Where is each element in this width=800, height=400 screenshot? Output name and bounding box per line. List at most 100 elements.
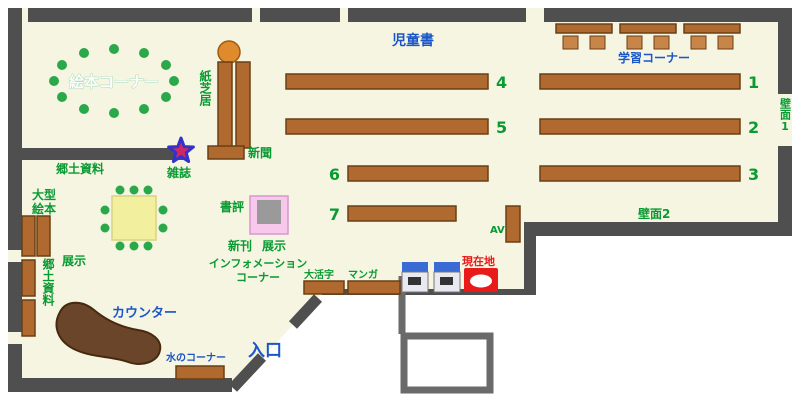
label-large-picture-books-2: 絵本 <box>32 201 56 216</box>
wall-bottom-center <box>322 289 536 295</box>
shelf-number-2: 2 <box>748 118 759 137</box>
shelf-number-3: 3 <box>748 165 759 184</box>
kamishibai-shelf <box>235 61 251 149</box>
chair-dot <box>49 76 59 86</box>
chair-dot <box>129 185 139 195</box>
counter-desk <box>55 301 162 365</box>
machine-slot <box>408 277 421 285</box>
carrel-table <box>619 23 677 34</box>
carrel-chair <box>717 35 734 50</box>
label-new-arrivals: 新刊 <box>228 238 252 253</box>
manga-shelf <box>347 280 401 295</box>
label-kamishibai: 紙芝居 <box>198 69 212 107</box>
shelf-number-4: 4 <box>496 73 507 92</box>
wall-right-1 <box>778 8 792 94</box>
chair-dot <box>79 104 89 114</box>
carrel-chair <box>653 35 670 50</box>
chair-dot <box>143 185 153 195</box>
wall-right-2 <box>778 146 792 236</box>
carrel-table <box>555 23 613 34</box>
chair-dot <box>139 48 149 58</box>
carrel-chair <box>562 35 579 50</box>
entrance-steps <box>400 332 494 394</box>
shelf-4 <box>285 73 489 90</box>
shelf-number-1: 1 <box>748 73 759 92</box>
label-new-arrivals-exhibit: 展示 <box>262 239 286 253</box>
machine-slot <box>440 277 453 285</box>
newspaper-shelf <box>207 145 245 160</box>
label-newspaper: 新聞 <box>248 145 272 160</box>
wall-left-2 <box>8 160 22 250</box>
shelf-7 <box>347 205 457 222</box>
chair-dot <box>143 241 153 251</box>
chair-dot <box>57 60 67 70</box>
chair-dot <box>129 241 139 251</box>
label-water-corner: 水のコーナー <box>165 351 226 364</box>
wall-av-vertical <box>524 236 536 294</box>
label-study-corner: 学習コーナー <box>618 50 690 65</box>
label-information-1: インフォメーション <box>209 257 307 270</box>
shelf-2 <box>539 118 741 135</box>
shelf-1 <box>539 73 741 90</box>
chair-dot <box>139 104 149 114</box>
wall-picture-room-divider <box>8 148 188 160</box>
chair-dot <box>79 48 89 58</box>
chair-dot <box>100 205 110 215</box>
wall-diagonal-1 <box>228 353 267 392</box>
magazine-star-marker <box>167 136 195 163</box>
round-table <box>217 40 241 64</box>
wall-left-3 <box>8 262 22 332</box>
chair-dot <box>100 223 110 233</box>
bookshelves <box>285 73 741 222</box>
label-av: AV <box>490 225 505 236</box>
wall-top-3 <box>348 8 526 22</box>
machine-top <box>402 262 428 272</box>
chair-dot <box>169 76 179 86</box>
shelf-number-6: 6 <box>329 165 340 184</box>
label-local-materials-upper: 郷土資料 <box>56 161 104 176</box>
reading-table-group <box>100 185 168 251</box>
label-counter: カウンター <box>112 306 177 321</box>
reading-table <box>111 195 157 241</box>
large-picture-book-shelf <box>21 215 36 257</box>
current-location-marker <box>464 268 498 292</box>
large-print-shelf <box>303 280 345 295</box>
water-corner-shelf <box>175 365 225 380</box>
label-children-books: 児童書 <box>391 32 434 49</box>
study-carrels <box>555 23 741 50</box>
large-picture-book-shelf <box>36 215 51 257</box>
chair-dot <box>161 92 171 102</box>
label-wall-1: 壁面1 <box>779 97 792 133</box>
shelf-number-5: 5 <box>496 118 507 137</box>
shelf-3 <box>539 165 741 182</box>
label-information-2: コーナー <box>236 271 280 284</box>
chair-dot <box>109 44 119 54</box>
label-book-review: 書評 <box>220 199 244 214</box>
chair-dot <box>115 185 125 195</box>
machine-top <box>434 262 460 272</box>
picture-book-corner: 絵本コーナー <box>49 44 179 118</box>
chair-dot <box>158 223 168 233</box>
current-location-icon <box>470 274 492 288</box>
local-materials-shelf <box>21 299 36 337</box>
label-large-print: 大活字 <box>304 268 334 281</box>
wall-diagonal-2 <box>288 294 323 329</box>
av-shelf <box>505 205 521 243</box>
shelf-6 <box>347 165 489 182</box>
wall-top-4 <box>544 8 792 22</box>
label-large-picture-books-1: 大型 <box>32 187 56 202</box>
kamishibai-shelf <box>217 61 233 149</box>
wall-bottom-left <box>8 378 232 392</box>
wall-top-2 <box>260 8 340 22</box>
chair-dot <box>158 205 168 215</box>
label-manga: マンガ <box>348 268 378 281</box>
walls <box>8 8 792 392</box>
wall-left-1 <box>8 8 22 148</box>
label-picture-book-corner: 絵本コーナー <box>69 73 159 91</box>
label-local-materials-side: 郷土資料 <box>41 258 55 307</box>
carrel-chair <box>626 35 643 50</box>
chair-dot <box>109 108 119 118</box>
label-current-location: 現在地 <box>462 254 495 268</box>
carrel-table <box>683 23 741 34</box>
